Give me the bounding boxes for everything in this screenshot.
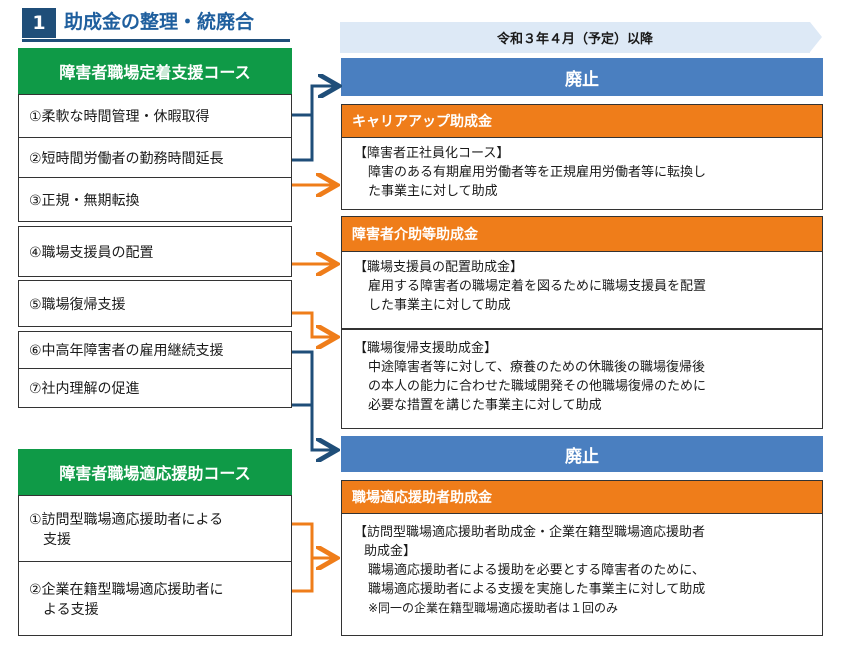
course1-header: 障害者職場定着支援コース <box>18 48 292 94</box>
care-subsidy-desc: の本人の能力に合わせた職域開発その他職場復帰のために <box>368 379 707 394</box>
care-subsidy-header: 障害者介助等助成金 <box>341 216 823 252</box>
course2-item: ①訪問型職場適応援助者による 支援 <box>18 495 292 561</box>
course1-item: ④職場支援員の配置 <box>18 226 292 277</box>
adapt-subsidy-desc: 職場適応援助者による支援を実施した事業主に対して助成 <box>368 582 706 597</box>
return-connector <box>292 311 334 337</box>
career-up-box: 【障害者正社員化コース】 障害のある有期雇用労働者等を正規雇用労働者等に転換し … <box>341 138 823 210</box>
course1-item: ⑦社内理解の促進 <box>18 368 292 408</box>
course1-item: ⑤職場復帰支援 <box>18 280 292 327</box>
care-subsidy-desc: 中途障害者等に対して、療養のための休職後の職場復帰後 <box>368 360 705 375</box>
course1-item: ②短時間労働者の勤務時間延長 <box>18 137 292 177</box>
adapt-subsidy-note: ※同一の企業在籍型職場適応援助者は１回のみ <box>368 601 619 615</box>
abolish-banner: 廃止 <box>341 58 823 96</box>
course1-item: ①柔軟な時間管理・休暇取得 <box>18 94 292 137</box>
course2-item-line: ②企業在籍型職場適応援助者に <box>29 581 224 598</box>
course2-item-line: ①訪問型職場適応援助者による <box>29 511 224 528</box>
care-subsidy-box-2: 【職場復帰支援助成金】 中途障害者等に対して、療養のための休職後の職場復帰後 の… <box>341 329 823 429</box>
title-underline <box>22 39 290 42</box>
career-up-desc: た事業主に対して助成 <box>368 184 498 199</box>
care-subsidy-subtitle: 【職場支援員の配置助成金】 <box>354 260 524 275</box>
care-subsidy-desc: 必要な措置を講じた事業主に対して助成 <box>368 398 602 413</box>
adapt-subsidy-header: 職場適応援助者助成金 <box>341 480 823 514</box>
career-up-desc: 障害のある有期雇用労働者等を正規雇用労働者等に転換し <box>368 165 707 180</box>
course1-item: ⑥中高年障害者の雇用継続支援 <box>18 331 292 368</box>
adapt-subsidy-subtitle: 【訪問型職場適応援助者助成金・企業在籍型職場適応援助者 <box>354 525 706 540</box>
date-banner-arrow <box>810 22 822 52</box>
abolish2-connector <box>292 350 334 450</box>
section-number: 1 <box>22 8 56 38</box>
care-subsidy-desc: 雇用する障害者の職場定着を図るために職場支援員を配置 <box>368 279 707 294</box>
care-subsidy-desc: した事業主に対して助成 <box>368 298 511 313</box>
adapt-connector <box>292 522 334 593</box>
care-subsidy-subtitle: 【職場復帰支援助成金】 <box>354 341 498 356</box>
course2-item-line: 支援 <box>43 531 71 548</box>
care-subsidy-box-1: 【職場支援員の配置助成金】 雇用する障害者の職場定着を図るために職場支援員を配置… <box>341 252 823 329</box>
course2-item: ②企業在籍型職場適応援助者に よる支援 <box>18 561 292 636</box>
abolish-connector <box>292 86 336 162</box>
course2-header: 障害者職場適応援助コース <box>18 449 292 495</box>
adapt-subsidy-desc: 職場適応援助者による援助を必要とする障害者のために、 <box>368 563 705 578</box>
abolish-banner: 廃止 <box>341 436 823 472</box>
adapt-subsidy-subtitle: 助成金】 <box>364 544 417 559</box>
adapt-subsidy-box: 【訪問型職場適応援助者助成金・企業在籍型職場適応援助者 助成金】 職場適応援助者… <box>341 514 823 636</box>
course2-item-line: よる支援 <box>43 601 99 618</box>
course1-item: ③正規・無期転換 <box>18 177 292 222</box>
career-up-header: キャリアアップ助成金 <box>341 104 823 138</box>
page-title: 助成金の整理・統廃合 <box>64 11 255 33</box>
career-up-subtitle: 【障害者正社員化コース】 <box>354 146 510 161</box>
date-banner: 令和３年４月（予定）以降 <box>340 22 810 53</box>
